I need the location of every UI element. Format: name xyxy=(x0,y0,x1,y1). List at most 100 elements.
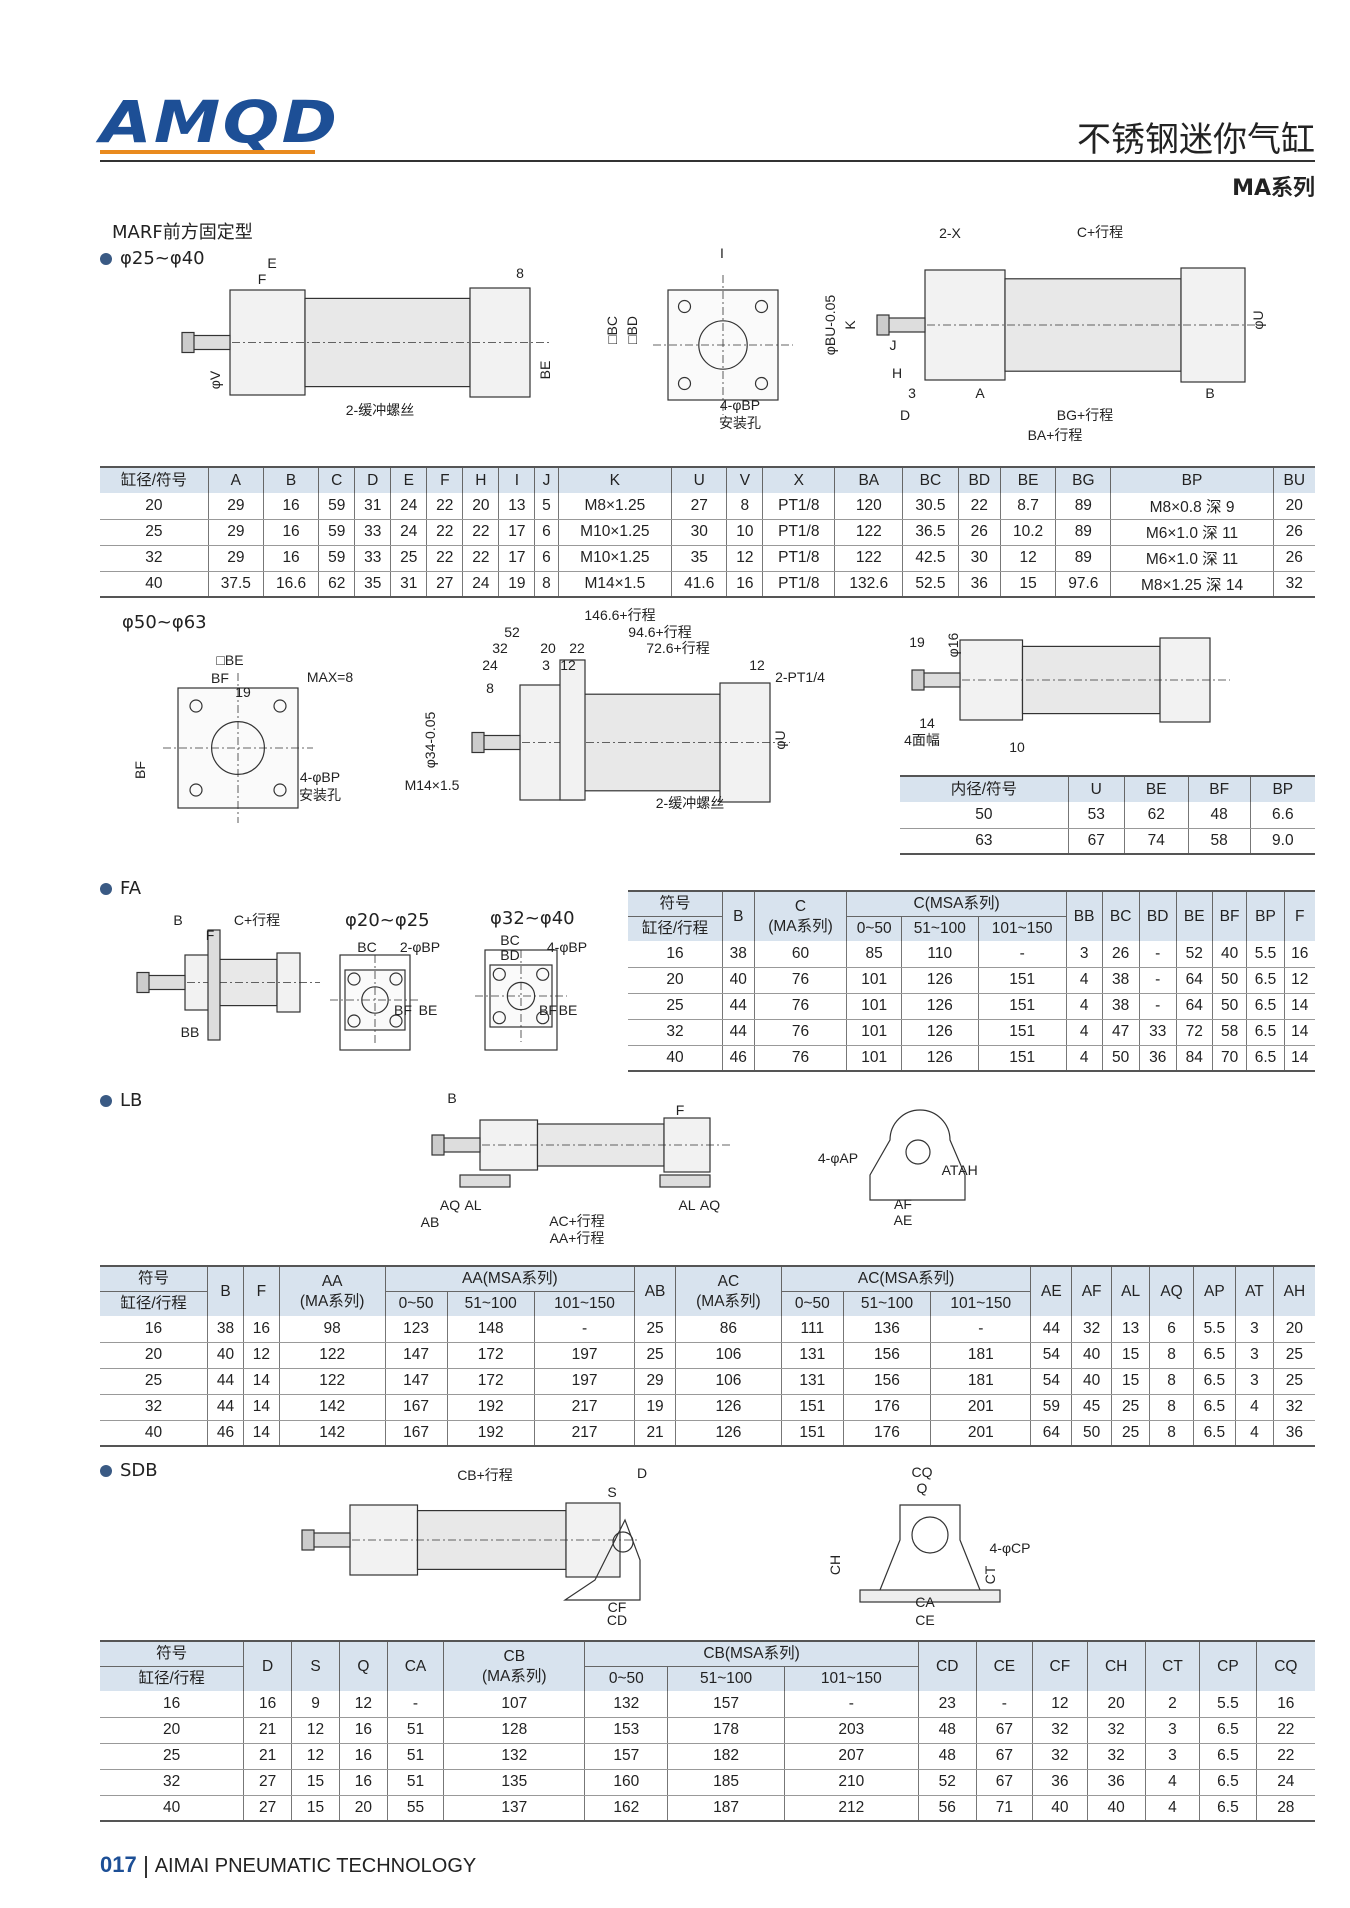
table-cell: 27 xyxy=(671,493,727,520)
dimension-label: φ16 xyxy=(945,632,961,657)
table-cell: 12 xyxy=(1032,1691,1088,1718)
dimension-label: BE xyxy=(559,1002,578,1018)
table-cell: 4 xyxy=(1234,1420,1274,1447)
column-header: D xyxy=(354,467,391,493)
table-cell: 122 xyxy=(278,1368,386,1395)
header-f: F xyxy=(242,1266,280,1316)
dimension-label: 2-缓冲螺丝 xyxy=(346,402,414,418)
dimension-label: 12 xyxy=(749,657,765,673)
series-label: MA系列 xyxy=(1232,176,1315,201)
table-cell: 41.6 xyxy=(671,571,727,598)
table-cell: 32 xyxy=(1086,1743,1146,1770)
column-header: BE xyxy=(999,467,1056,493)
table-cell: 29 xyxy=(207,545,264,572)
header-cp: CP xyxy=(1199,1641,1257,1691)
table-cell: 132.6 xyxy=(834,571,903,598)
table-cell: 38 xyxy=(1101,993,1140,1020)
table-cell: PT1/8 xyxy=(762,519,835,546)
table-cell: 16 xyxy=(262,493,319,520)
fa-sub-20-25: φ20~φ25 xyxy=(345,910,430,931)
table-cell: 32 xyxy=(628,1019,723,1046)
header-ac: AC(MA系列) xyxy=(675,1266,782,1316)
table-cell: 16 xyxy=(338,1743,388,1770)
table-cell: 6 xyxy=(534,519,559,546)
table-cell: 151 xyxy=(977,1045,1067,1072)
drawing-hole xyxy=(389,972,403,986)
bracket-shape xyxy=(869,1109,966,1201)
drawing-shape xyxy=(876,314,890,336)
column-header: H xyxy=(462,467,499,493)
table-cell: 14 xyxy=(242,1368,280,1395)
table-cell: 22 xyxy=(1255,1717,1315,1744)
table-cell: - xyxy=(783,1691,919,1718)
table-cell: 5.5 xyxy=(1246,941,1285,968)
table-cell: 38 xyxy=(207,1316,244,1343)
column-header: BD xyxy=(957,467,1001,493)
table-cell: 22 xyxy=(426,545,463,572)
header-ap: AP xyxy=(1192,1266,1236,1316)
table-cell: 142 xyxy=(278,1420,386,1447)
drawing-shape xyxy=(431,1134,445,1156)
table-cell: 4 xyxy=(1065,1045,1103,1072)
table-cell: 76 xyxy=(753,967,847,994)
table-cell: 147 xyxy=(384,1342,448,1369)
drawing-hole xyxy=(361,986,389,1014)
table-cell: 22 xyxy=(426,493,463,520)
table-cell: 33 xyxy=(354,519,391,546)
header-range-1: 0~50 xyxy=(846,916,902,941)
dimension-label: CT xyxy=(982,1565,998,1584)
drawing-hole xyxy=(905,1139,931,1165)
table-cell: 26 xyxy=(957,519,1001,546)
table-cell: 4 xyxy=(1065,993,1103,1020)
table-cell: 20 xyxy=(100,1342,208,1369)
table-cell: 101 xyxy=(846,1045,902,1072)
column-header: C xyxy=(318,467,355,493)
table-cell: 16 xyxy=(262,545,319,572)
table-cell: 38 xyxy=(722,941,755,968)
drawing-shape xyxy=(189,334,231,351)
footer-separator xyxy=(144,1855,147,1878)
table-cell: 151 xyxy=(780,1420,844,1447)
drawing-hole xyxy=(536,1011,550,1025)
drawing-hole xyxy=(347,972,361,986)
dimension-label: AF xyxy=(894,1196,912,1212)
table-cell: 16 xyxy=(242,1316,280,1343)
dimension-label: φ34-0.05 xyxy=(422,712,438,769)
table-cell: 62 xyxy=(318,571,355,598)
table-cell: 20 xyxy=(100,493,209,520)
header-ae: AE xyxy=(1030,1266,1072,1316)
table-cell: 10.2 xyxy=(999,519,1056,546)
dimension-label: 24 xyxy=(482,657,498,673)
table-cell: 167 xyxy=(384,1420,448,1447)
dimension-label: F xyxy=(258,271,267,287)
table-cell: 15 xyxy=(1110,1342,1150,1369)
table-cell: 123 xyxy=(384,1316,448,1343)
table-cell: 131 xyxy=(780,1342,844,1369)
table-cell: 98 xyxy=(278,1316,386,1343)
dimension-label: □BE xyxy=(216,652,243,668)
table-cell: 13 xyxy=(498,493,535,520)
table-cell: 25 xyxy=(634,1342,676,1369)
table-cell: 20 xyxy=(462,493,499,520)
dimension-label: φV xyxy=(207,370,223,389)
table-cell: 176 xyxy=(842,1394,931,1421)
bracket-shape xyxy=(879,1504,981,1591)
drawing-shape xyxy=(471,731,485,754)
table-cell: 42.5 xyxy=(902,545,959,572)
table-cell: 8 xyxy=(1149,1420,1194,1447)
table-cell: 76 xyxy=(753,993,847,1020)
table-cell: 20 xyxy=(338,1795,388,1822)
header-ah: AH xyxy=(1272,1266,1315,1316)
dimension-label: CB+行程 xyxy=(457,1467,513,1483)
table-cell: 106 xyxy=(675,1368,782,1395)
drawing-hole xyxy=(698,320,748,370)
table-cell: 17 xyxy=(498,545,535,572)
dimension-label: CD xyxy=(607,1612,627,1628)
column-header: BP xyxy=(1249,776,1315,802)
dimension-label: Q xyxy=(917,1480,928,1496)
